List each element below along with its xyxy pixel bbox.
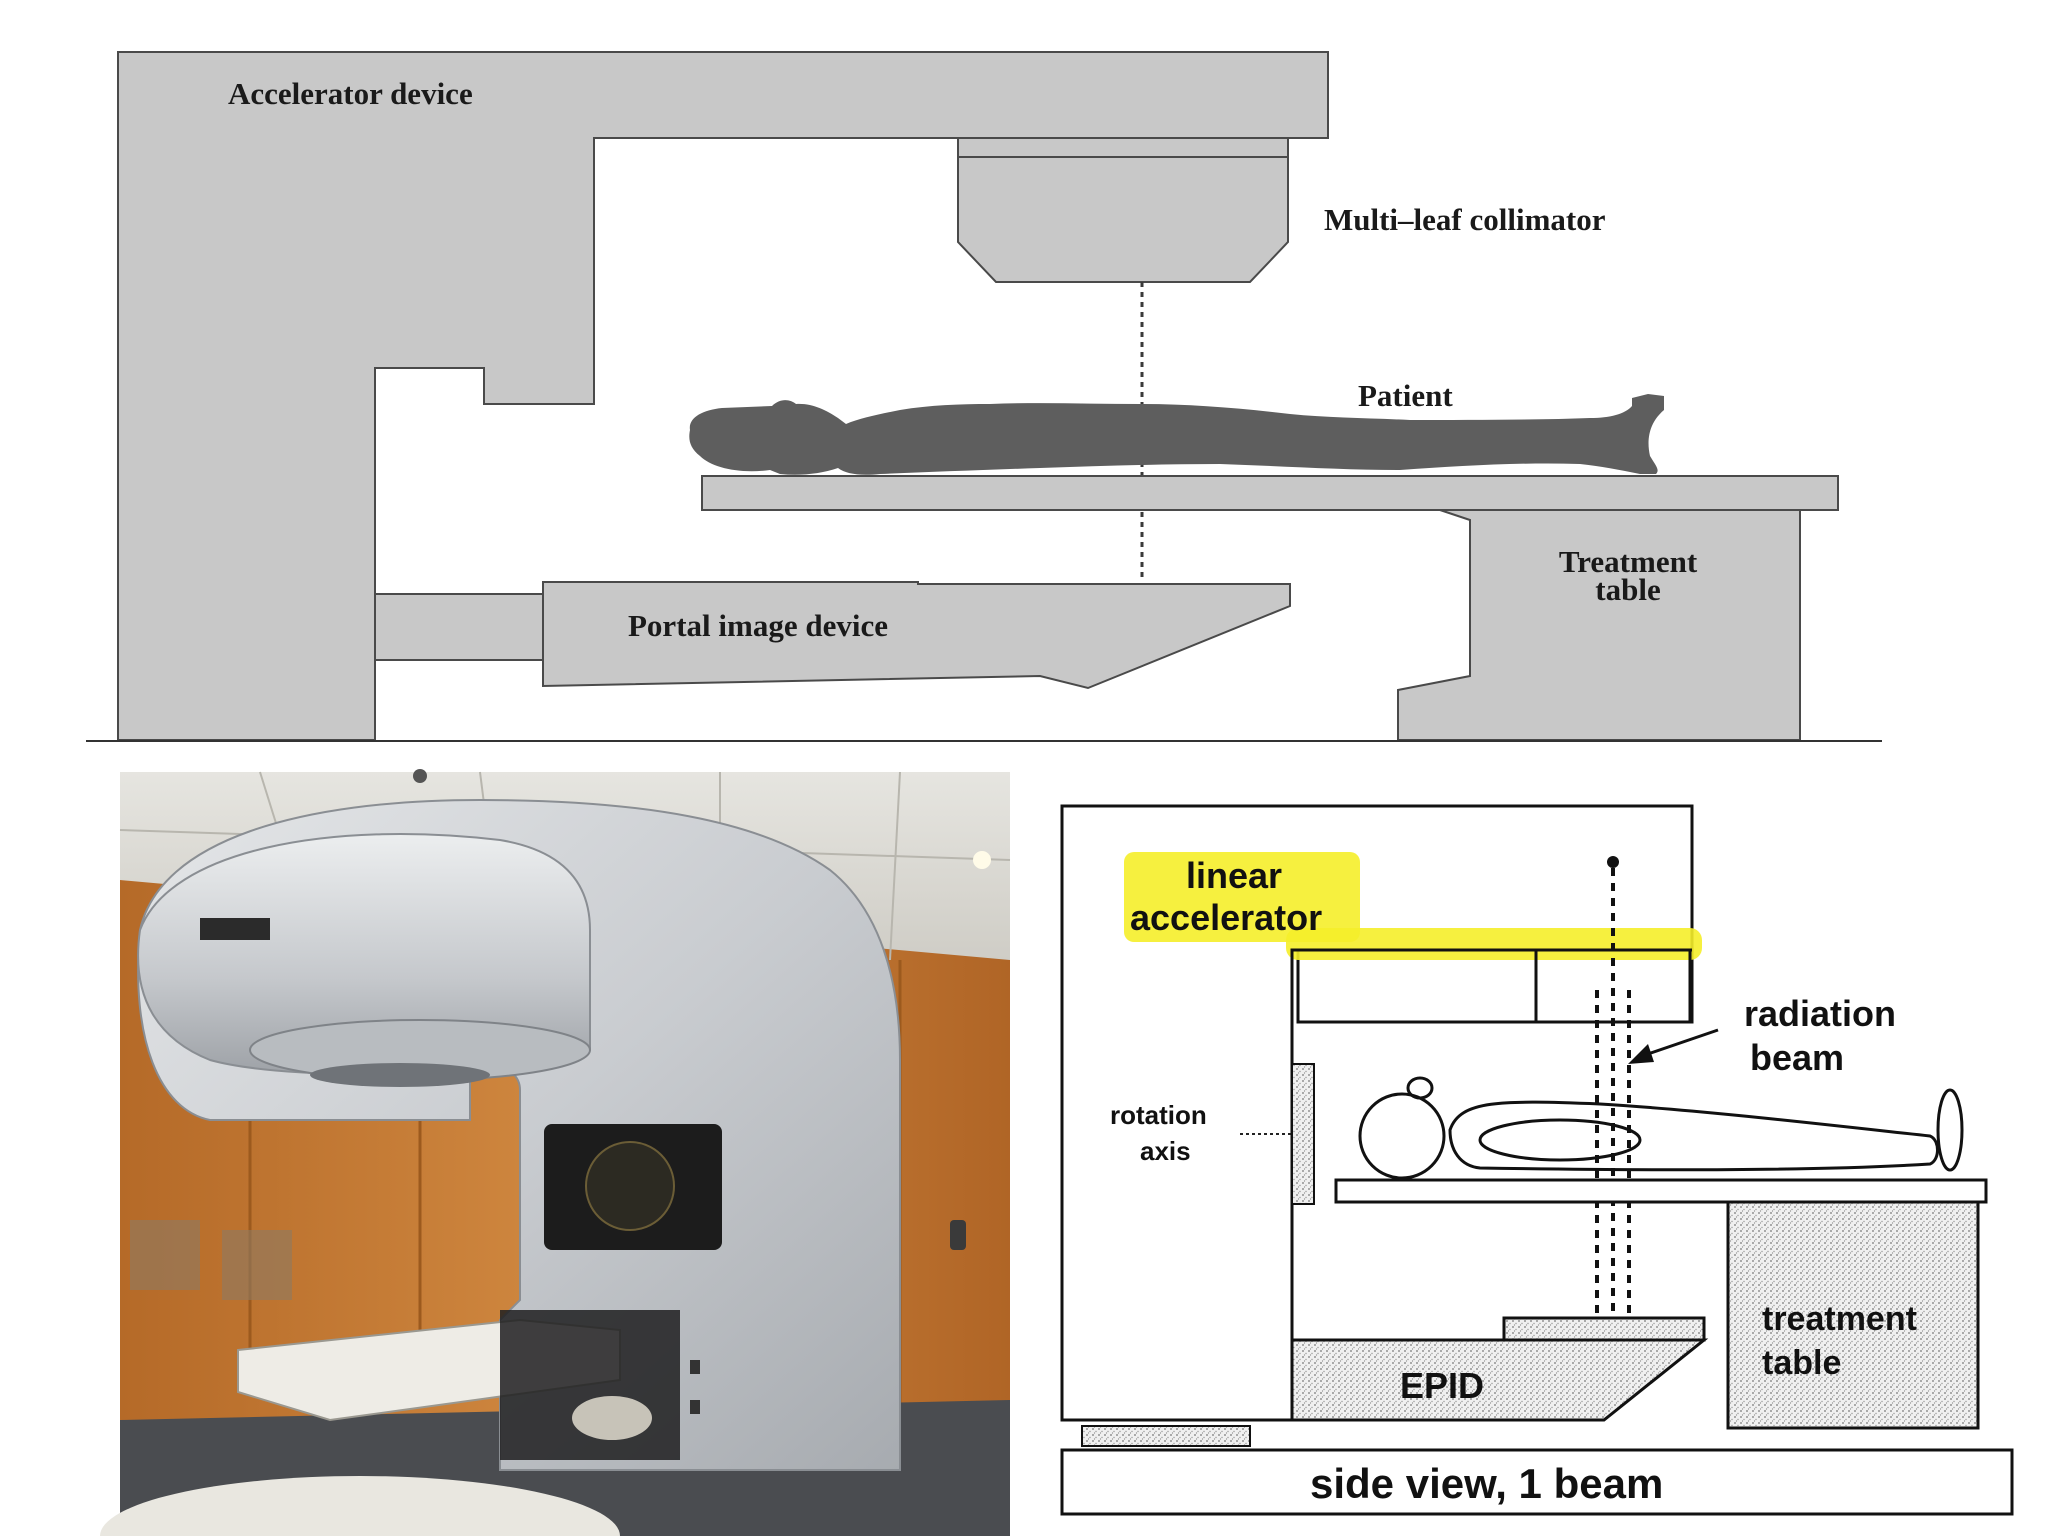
portal-image-device-shape	[542, 581, 1291, 690]
treatment-table-box	[1726, 1200, 1980, 1430]
treatment-table-label-line1: treatment	[1762, 1300, 1917, 1338]
collimator-shape	[957, 137, 1289, 283]
top-diagram: Accelerator device Multi–leaf collimator…	[86, 51, 1882, 742]
epid-top-plate	[1502, 1316, 1706, 1342]
linac-photo	[100, 769, 1011, 1536]
radiation-beam-label-line2: beam	[1750, 1037, 1844, 1078]
rotation-axis-label-line2: axis	[1140, 1136, 1191, 1166]
treatment-table-label-line2: table	[1762, 1344, 1841, 1382]
rotation-axis-bar	[1291, 1063, 1315, 1205]
linac-label-highlight	[1124, 852, 1360, 942]
patient-silhouette	[689, 394, 1664, 475]
side-view-caption: side view, 1 beam	[1310, 1460, 1663, 1507]
radiation-beam-label-line1: radiation	[1744, 993, 1896, 1034]
treatment-head	[137, 833, 591, 1076]
linac-highlight-band	[1286, 928, 1702, 960]
rotation-axis-label-line1: rotation	[1110, 1100, 1207, 1130]
linac-label-line1: linear	[1186, 855, 1282, 896]
patient-label: Patient	[1358, 378, 1453, 413]
base-strip	[1081, 1425, 1251, 1447]
side-view-diagram: linear accelerator radiation beam rotati…	[1060, 804, 2014, 1516]
treatment-table-label-line1: Treatment	[1559, 544, 1698, 579]
caption-box	[1060, 1448, 2014, 1516]
table-top-plate	[701, 475, 1839, 511]
treatment-table-shape	[1397, 509, 1801, 741]
table-top	[1334, 1178, 1988, 1204]
linac-label-line2: accelerator	[1130, 897, 1322, 938]
portal-image-device-label: Portal image device	[628, 608, 888, 643]
treatment-table-label-line2: table	[1595, 572, 1660, 607]
epid-label: EPID	[1400, 1365, 1484, 1406]
epid-body	[1290, 1338, 1709, 1422]
accelerator-device-label: Accelerator device	[228, 76, 473, 111]
portal-arm	[374, 593, 544, 661]
collimator-label: Multi–leaf collimator	[1324, 202, 1606, 237]
patient-outline	[1358, 1076, 1964, 1180]
